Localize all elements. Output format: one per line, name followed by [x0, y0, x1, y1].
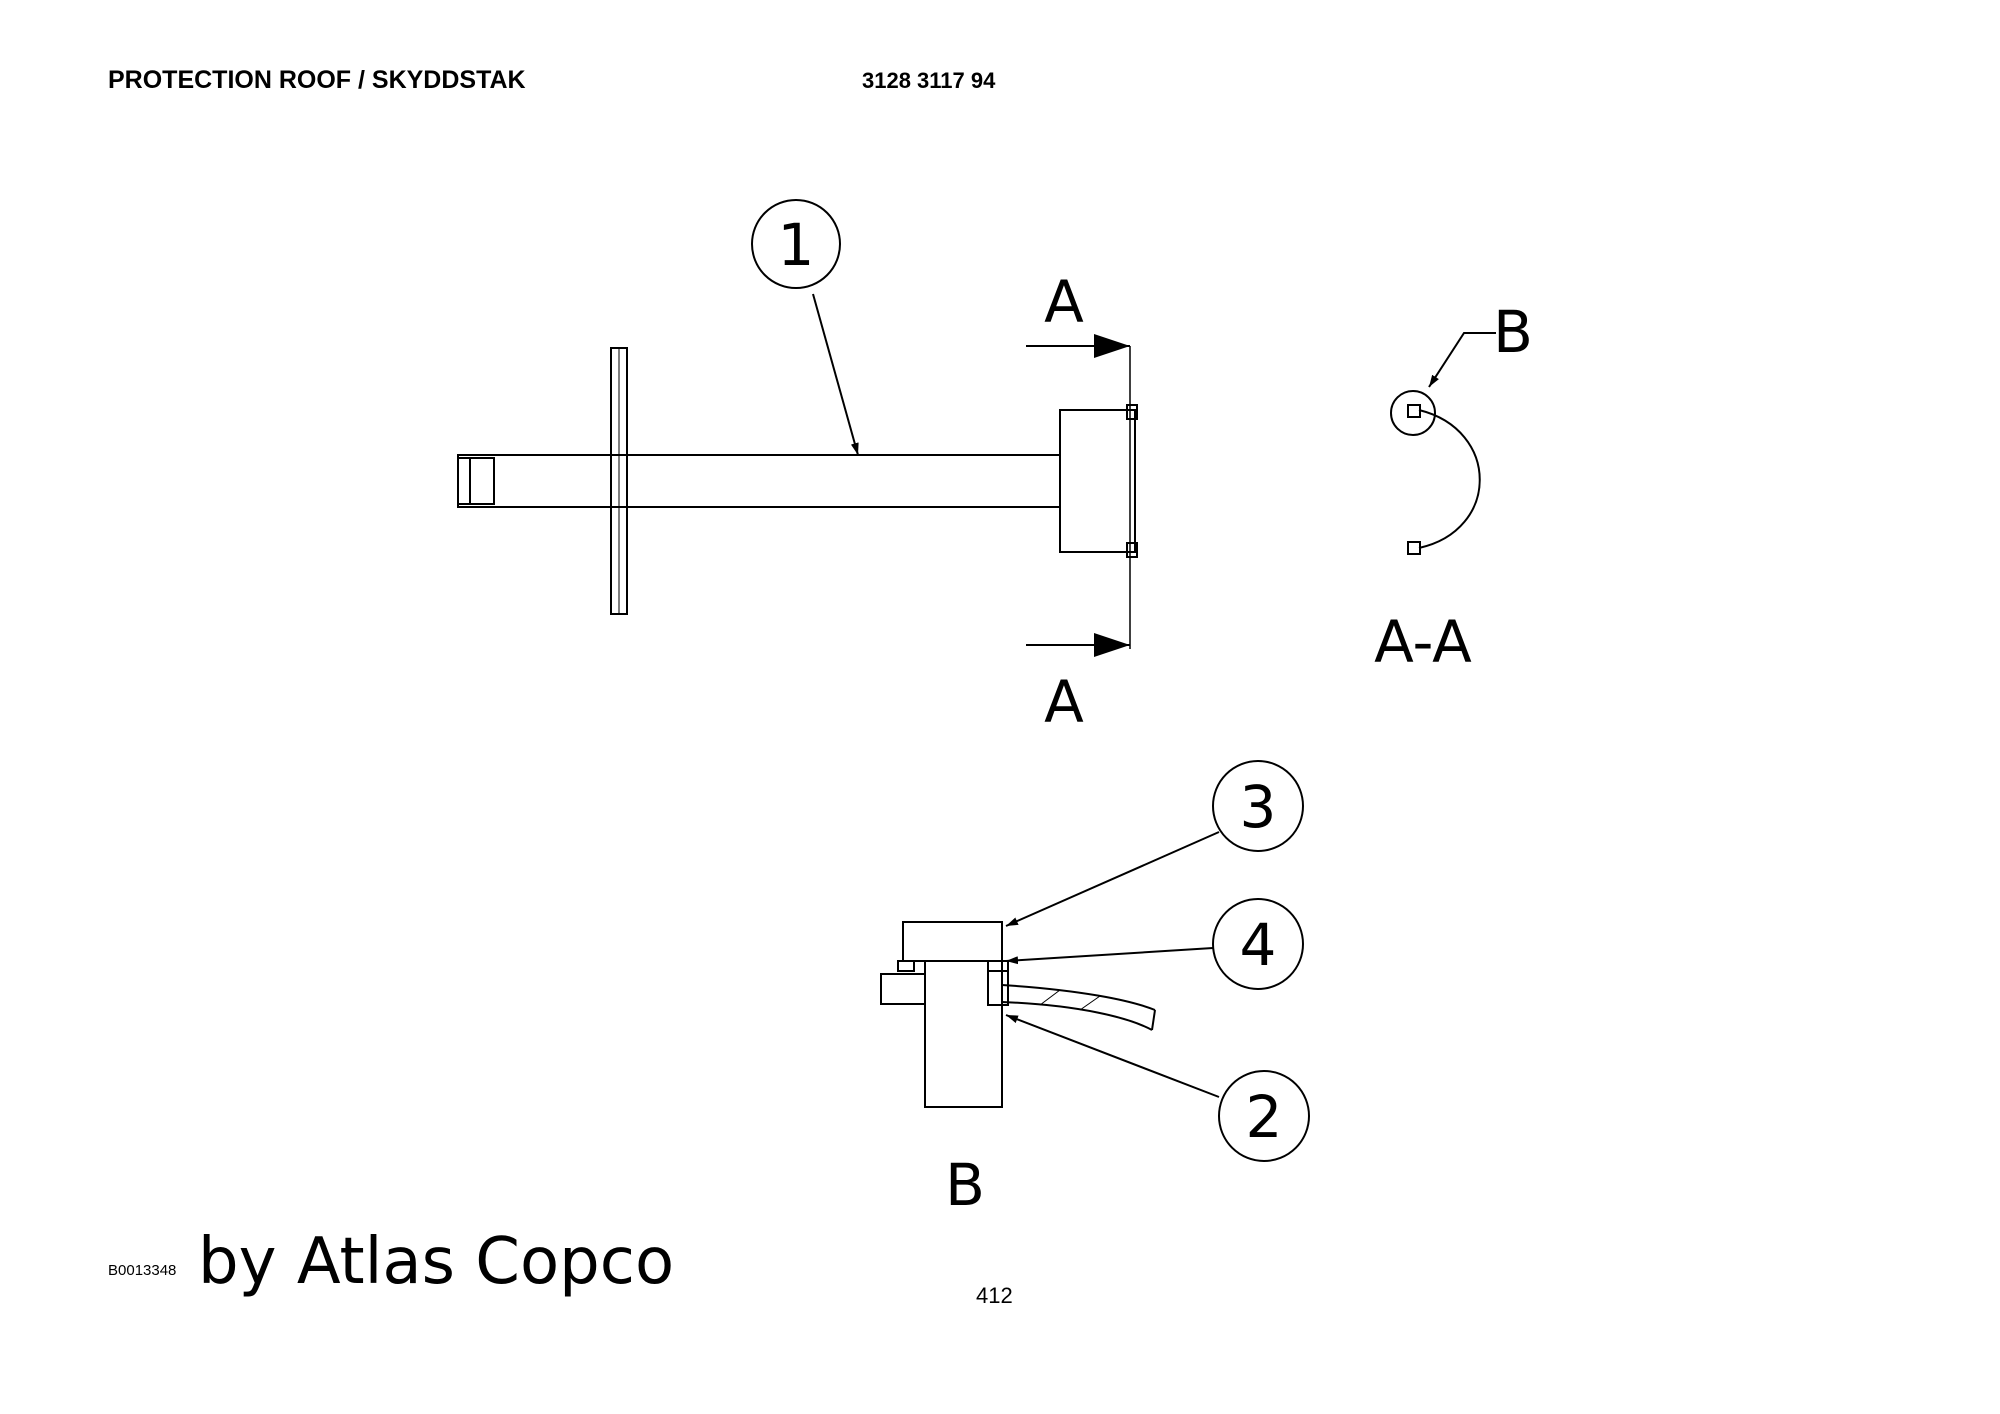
balloon-4-label: 4: [1240, 911, 1277, 979]
page-number: 412: [976, 1283, 1013, 1308]
balloon-3-label: 3: [1240, 773, 1277, 841]
watermark: by Atlas Copco: [198, 1225, 675, 1299]
section-marker-bottom: A: [1044, 668, 1084, 736]
page-title: PROTECTION ROOF / SKYDDSTAK: [108, 66, 526, 94]
balloon-1-label: 1: [778, 211, 815, 279]
section-a-a: [1390, 332, 1496, 555]
drawing-id: B0013348: [108, 1262, 177, 1279]
balloon-1: [751, 199, 841, 289]
balloon-2: [1218, 1070, 1310, 1162]
balloon-4: [1212, 898, 1304, 990]
part-number: 3128 3117 94: [862, 68, 996, 93]
detail-label: B: [945, 1151, 985, 1219]
detail-marker: B: [1493, 298, 1533, 366]
balloon-3: [1212, 760, 1304, 852]
section-label: A-A: [1374, 608, 1472, 676]
detail-b: [880, 760, 1310, 1162]
section-marker-top: A: [1044, 268, 1084, 336]
balloon-2-label: 2: [1246, 1083, 1283, 1151]
main-view: [457, 199, 1138, 657]
